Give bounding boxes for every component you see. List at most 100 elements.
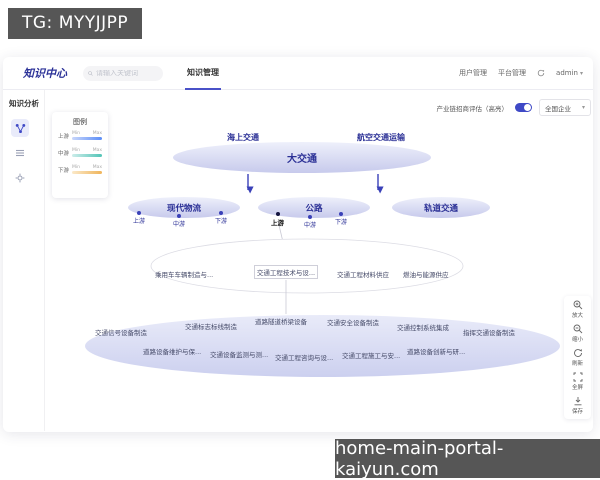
legend-label: 下游 xyxy=(58,168,70,174)
graph-node[interactable]: 燃油与能源供应 xyxy=(403,271,449,279)
nav-link-user-management[interactable]: 用户管理 xyxy=(459,69,488,77)
legend-title: 图例 xyxy=(73,118,87,126)
graph-node[interactable]: 道路设备维护与保... xyxy=(143,348,202,356)
graph-node[interactable]: 交通安全设备制造 xyxy=(327,319,379,327)
chevron-down-icon: ▾ xyxy=(579,69,583,77)
chevron-down-icon: ▾ xyxy=(581,104,585,111)
graph-node[interactable]: 交通设备监测与测... xyxy=(210,351,269,359)
nav-link-platform-management[interactable]: 平台管理 xyxy=(498,69,527,77)
dot-icon xyxy=(137,211,141,215)
region-select[interactable]: 全国企业 ▾ xyxy=(539,99,591,116)
canvas-toolbar: 放大 缩小 刷新 xyxy=(564,296,591,419)
highlight-toggle-label: 产业链招商评估（高亮） xyxy=(436,104,509,113)
app-logo: 知识中心 xyxy=(23,67,67,80)
stream-dot-midstream[interactable]: 中游 xyxy=(173,214,185,228)
tool-label: 放大 xyxy=(571,313,583,319)
graph-node-label: 大交通 xyxy=(287,154,317,165)
sidebar-item-list[interactable] xyxy=(11,144,29,162)
dot-icon xyxy=(219,211,223,215)
sidebar-title: 知识分析 xyxy=(9,99,39,108)
legend-gradient-bar xyxy=(72,154,102,157)
refresh-icon xyxy=(573,349,582,357)
fullscreen-button[interactable]: 全屏 xyxy=(564,372,591,391)
graph-node-aviation[interactable]: 航空交通运输 xyxy=(357,133,405,142)
graph-node[interactable]: 交通工程咨询与设... xyxy=(275,354,334,362)
sidebar-item-graph[interactable] xyxy=(11,119,29,137)
stream-dot-downstream[interactable]: 下游 xyxy=(215,211,227,225)
tool-label: 缩小 xyxy=(571,337,583,343)
legend-max: Max xyxy=(92,165,102,170)
legend-label: 上游 xyxy=(58,134,70,140)
graph-icon xyxy=(15,123,25,133)
legend-row-upstream: 上游 Min Max xyxy=(58,131,102,140)
legend-max: Max xyxy=(92,131,102,136)
legend-gradient-bar xyxy=(72,171,102,174)
search-icon xyxy=(88,70,93,76)
stream-dot-midstream[interactable]: 中游 xyxy=(304,215,316,229)
graph-node[interactable]: 指挥交通设备制造 xyxy=(463,329,515,337)
sidebar-item-settings[interactable] xyxy=(11,169,29,187)
stream-label: 上游 xyxy=(133,218,146,225)
graph-node[interactable]: 交通工程材料供应 xyxy=(337,271,389,279)
graph-node-logistics[interactable]: 现代物流 xyxy=(128,197,240,218)
tool-label: 刷新 xyxy=(571,361,583,367)
global-search[interactable] xyxy=(83,65,163,81)
graph-node[interactable]: 道路设备创新与研... xyxy=(407,348,466,356)
legend-min: Min xyxy=(72,165,80,170)
tab-knowledge-management[interactable]: 知识管理 xyxy=(185,57,221,90)
search-input[interactable] xyxy=(96,69,158,77)
left-sidebar: 知识分析 xyxy=(3,90,45,431)
stream-dot-upstream-active[interactable]: 上游 xyxy=(271,212,284,227)
stream-dot-downstream[interactable]: 下游 xyxy=(335,212,347,226)
zoom-out-icon xyxy=(573,324,582,334)
refresh-icon[interactable] xyxy=(537,69,545,77)
highlight-toggle[interactable] xyxy=(515,103,532,112)
fullscreen-icon xyxy=(573,372,582,382)
graph-node-label: 轨道交通 xyxy=(423,203,458,214)
legend-label: 中游 xyxy=(58,151,70,157)
graph-node[interactable]: 道路隧道桥梁设备 xyxy=(255,318,307,326)
zoom-out-button[interactable]: 缩小 xyxy=(564,324,591,343)
save-button[interactable]: 保存 xyxy=(564,396,591,415)
list-icon xyxy=(16,149,24,157)
stream-label: 下游 xyxy=(335,219,348,226)
downstream-cluster-ellipse xyxy=(85,315,560,377)
legend-min: Min xyxy=(72,131,80,136)
gear-icon xyxy=(15,173,25,183)
graph-node-maritime[interactable]: 海上交通 xyxy=(227,133,259,142)
legend-gradient-bar xyxy=(72,137,102,140)
dot-icon xyxy=(177,214,181,218)
dot-icon xyxy=(339,212,343,216)
graph-node-rail[interactable]: 轨道交通 xyxy=(392,197,490,218)
dot-icon xyxy=(308,215,312,219)
legend-max: Max xyxy=(92,148,102,153)
stream-label: 中游 xyxy=(173,221,186,228)
tool-label: 保存 xyxy=(571,409,583,415)
legend-row-downstream: 下游 Min Max xyxy=(58,165,102,174)
graph-node-label: 公路 xyxy=(305,203,323,214)
graph-node-label: 现代物流 xyxy=(166,203,201,214)
user-name: admin xyxy=(556,69,578,77)
tool-label: 全屏 xyxy=(571,385,583,391)
legend-min: Min xyxy=(72,148,80,153)
stream-dot-upstream[interactable]: 上游 xyxy=(133,211,145,225)
zoom-in-button[interactable]: 放大 xyxy=(564,300,591,319)
tg-badge: TG: MYYJJPP xyxy=(8,8,143,39)
graph-node[interactable]: 交通工程施工与安... xyxy=(342,352,401,360)
graph-node-root[interactable]: 大交通 xyxy=(173,142,431,173)
graph-node[interactable]: 乘用车车辆制造与... xyxy=(155,271,214,279)
app-window: 知识中心 知识管理 用户管理 平台管理 admin ▾ 知识分析 xyxy=(3,57,593,432)
region-select-value: 全国企业 xyxy=(545,104,571,113)
user-menu[interactable]: admin ▾ xyxy=(556,69,583,77)
watermark-url: home-main-portal-kaiyun.com xyxy=(335,438,600,480)
graph-node[interactable]: 交通信号设备制造 xyxy=(95,329,147,337)
graph-node[interactable]: 交通标志标线制造 xyxy=(185,323,237,331)
refresh-button[interactable]: 刷新 xyxy=(564,348,591,367)
legend-row-midstream: 中游 Min Max xyxy=(58,148,102,157)
save-icon xyxy=(574,397,581,406)
graph-node-selected[interactable]: 交通工程技术与设... xyxy=(254,265,318,279)
graph-node[interactable]: 交通控制系统集成 xyxy=(397,324,449,332)
dot-icon xyxy=(275,212,280,216)
